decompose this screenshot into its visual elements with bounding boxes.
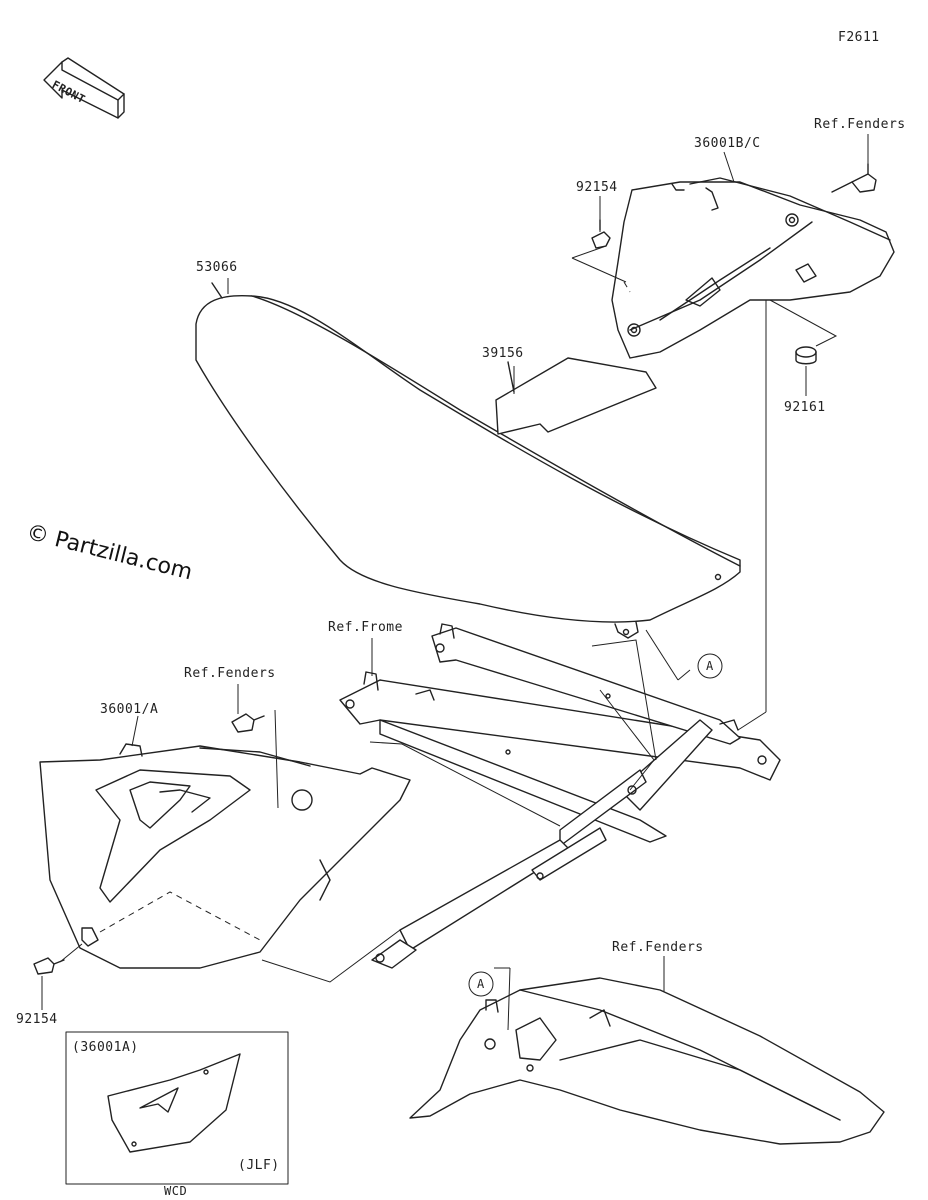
frame-rail bbox=[339, 623, 781, 969]
callout-a-top-letter: A bbox=[706, 659, 714, 673]
label-ref-fenders-left: Ref.Fenders bbox=[184, 666, 276, 681]
inset-box bbox=[65, 1031, 289, 1185]
figure-code: F2611 bbox=[838, 30, 880, 45]
label-53066: 53066 bbox=[196, 260, 238, 275]
bolt-ref-fenders-top-icon bbox=[831, 163, 877, 193]
bolt-92154-top-icon bbox=[591, 219, 611, 249]
label-39156: 39156 bbox=[482, 346, 524, 361]
label-92161: 92161 bbox=[784, 400, 826, 415]
inset-variant: (JLF) bbox=[238, 1158, 280, 1173]
side-cover-36001a bbox=[39, 743, 411, 969]
callout-a-top bbox=[697, 653, 723, 679]
rear-fender bbox=[409, 977, 885, 1145]
seat-53066 bbox=[195, 282, 741, 639]
inset-title: (36001A) bbox=[72, 1040, 139, 1055]
inset-cover-icon bbox=[107, 1053, 241, 1153]
seal-39156 bbox=[495, 357, 657, 435]
callout-a-bottom-letter: A bbox=[477, 977, 485, 991]
grommet-92161-icon bbox=[795, 346, 817, 365]
inset-footer: WCD bbox=[164, 1184, 188, 1198]
label-ref-fenders-bottom: Ref.Fenders bbox=[612, 940, 704, 955]
callout-a-bottom bbox=[468, 971, 494, 997]
side-cover-36001bc bbox=[611, 177, 895, 359]
label-ref-frome: Ref.Frome bbox=[328, 620, 403, 635]
label-92154-bottom: 92154 bbox=[16, 1012, 58, 1027]
label-36001a: 36001/A bbox=[100, 702, 159, 717]
front-arrow-icon bbox=[43, 57, 125, 119]
bolt-92154-bottom-icon bbox=[33, 957, 65, 975]
label-36001bc: 36001B/C bbox=[694, 136, 761, 151]
label-ref-fenders-top: Ref.Fenders bbox=[814, 117, 906, 132]
bolt-ref-fenders-left-icon bbox=[231, 713, 265, 733]
label-92154-top: 92154 bbox=[576, 180, 618, 195]
